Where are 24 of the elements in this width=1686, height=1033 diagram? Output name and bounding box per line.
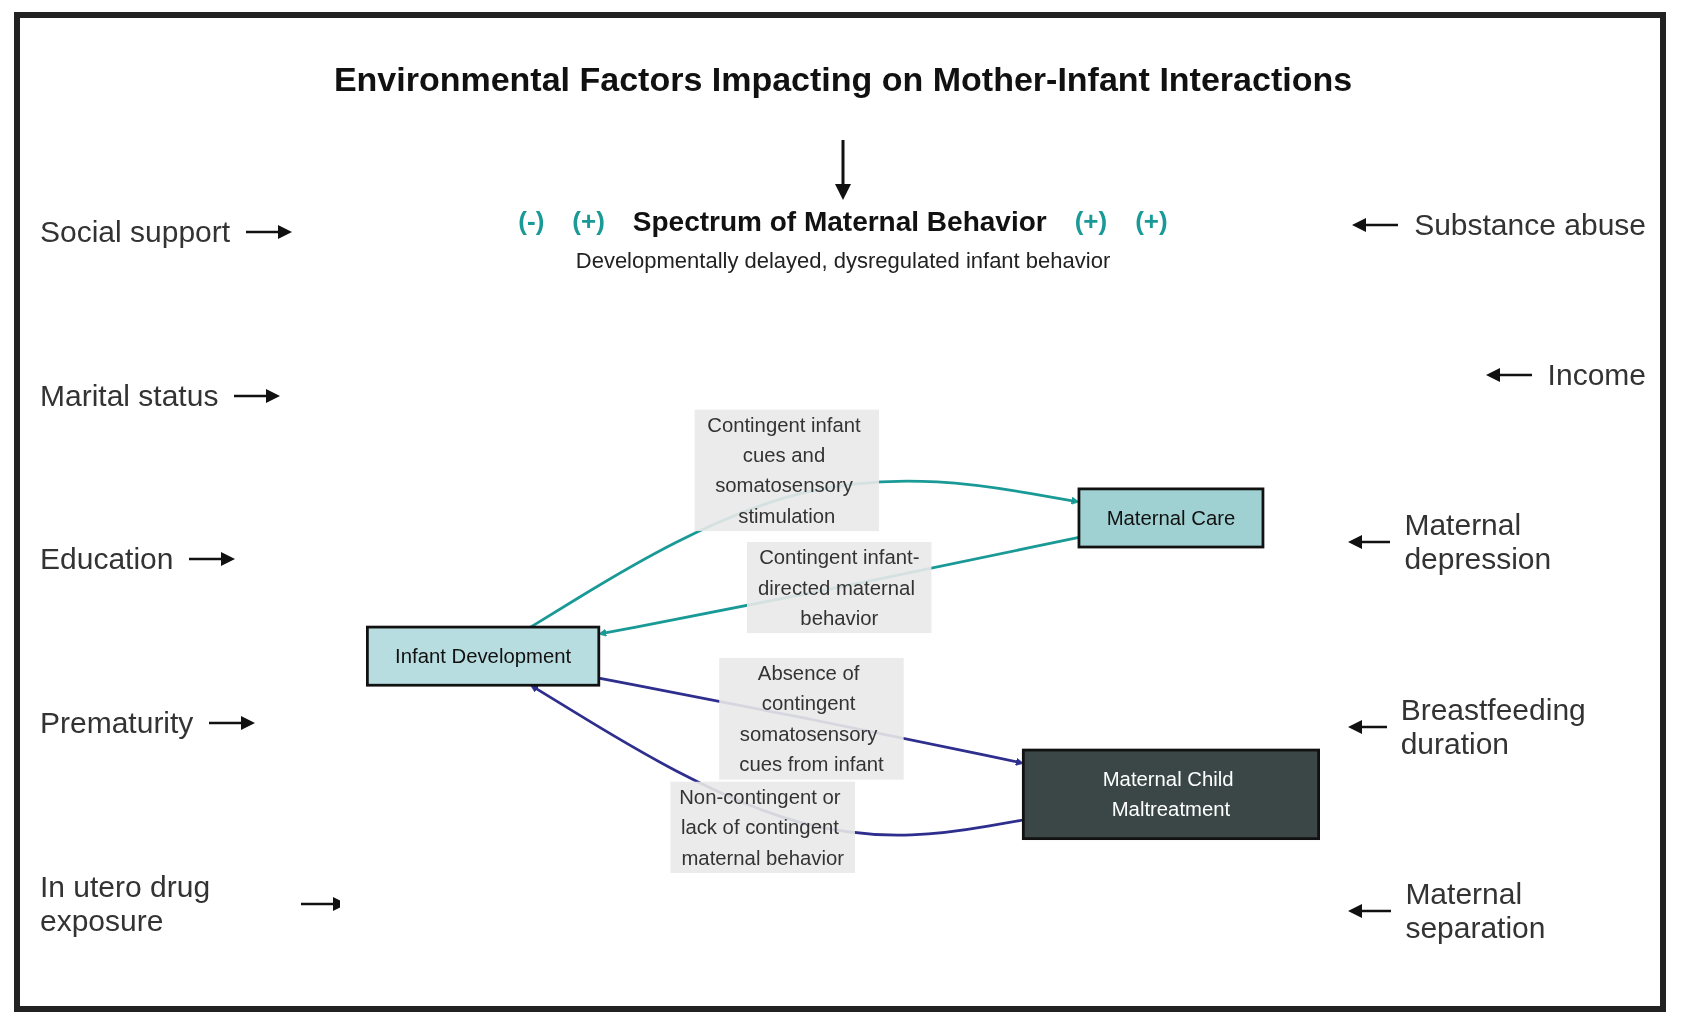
factor-label: Education — [40, 542, 174, 577]
factor-label: Maternal depression — [1404, 508, 1553, 577]
factor-label: Substance abuse — [1414, 208, 1646, 243]
sign-label: (+) — [1135, 206, 1168, 238]
spectrum-heading: Spectrum of Maternal Behavior — [632, 206, 1047, 238]
edge-label: Contingent infant cues and somatosensory stimulation — [707, 413, 861, 528]
edge-label: Absence of contingent somatosensory cues from infant — [739, 661, 884, 777]
sign-label: (+) — [572, 206, 605, 238]
factor-label: Income — [1547, 358, 1646, 393]
sign-label: (-) — [518, 206, 545, 238]
factor-label: Social support — [40, 214, 231, 249]
factor-label: Marital status — [40, 378, 219, 413]
note-text: Developmentally delayed, dysregulated infant behavior — [575, 248, 1111, 274]
factor-label: Breastfeeding duration — [1400, 692, 1587, 761]
title: Environmental Factors Impacting on Mother-Infant Interactions — [332, 60, 1354, 99]
edge-label: Contingent infant-directed maternal behavior — [758, 546, 920, 631]
edge-label: Non-contingent or lack of contingent maternal behavior — [679, 785, 844, 870]
node-box: Maternal Care — [1077, 487, 1265, 549]
node-box: Maternal Child Maltreatment — [1021, 749, 1320, 841]
node-box: Infant Development — [366, 626, 601, 687]
sign-label: (+) — [1074, 206, 1108, 238]
factor-label: Maternal separation — [1405, 876, 1547, 945]
factor-label: In utero drug exposure — [40, 870, 212, 939]
factor-label: Prematurity — [40, 706, 194, 741]
